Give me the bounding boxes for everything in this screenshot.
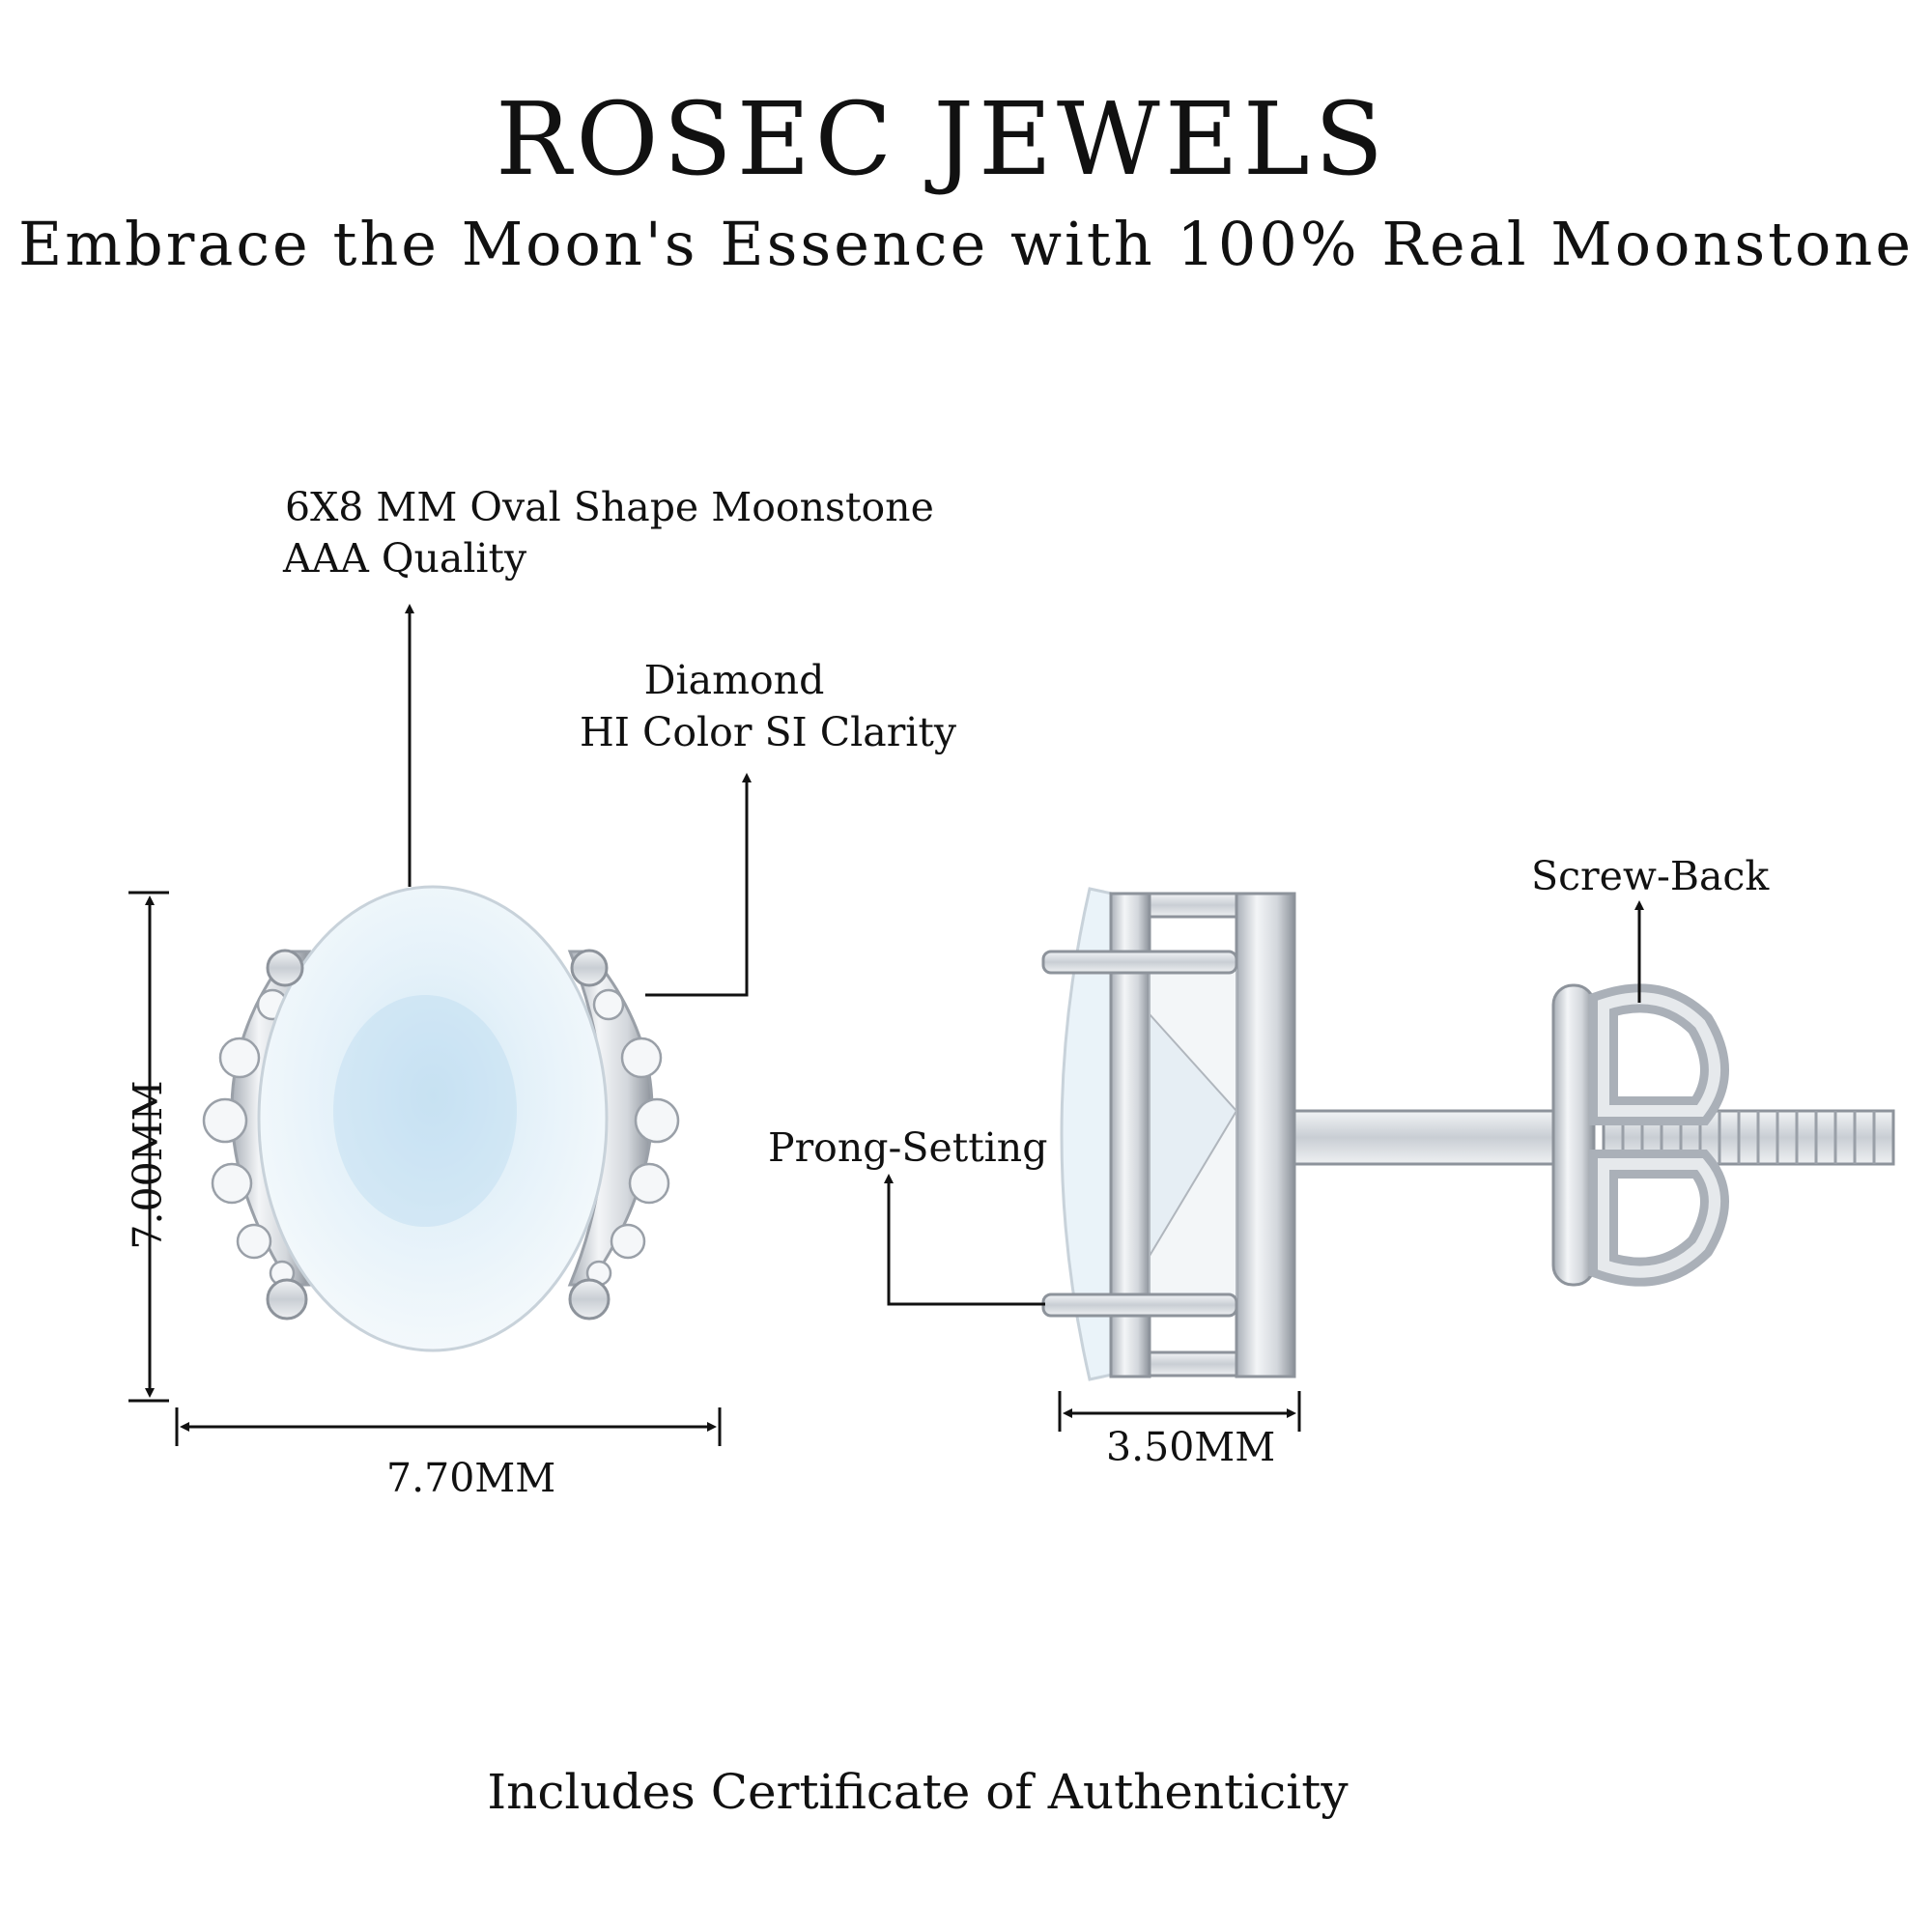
screw-back-callout: Screw-Back (1531, 853, 1770, 899)
side-prong-top (1041, 950, 1238, 975)
certificate-note: Includes Certificate of Authenticity (487, 1764, 1349, 1820)
dimension-lines (128, 891, 1301, 1446)
moonstone-front (257, 885, 609, 1352)
prong-setting-arrow (884, 1174, 1045, 1306)
width-dimension-label: 7.70MM (386, 1455, 556, 1501)
callout-leaders (405, 604, 1644, 1306)
front-view-earring (202, 885, 680, 1352)
stone-callout-line2: AAA Quality (283, 535, 527, 582)
depth-dimension-label: 3.50MM (1106, 1424, 1276, 1470)
diamond-callout-line1: Diamond (643, 657, 825, 703)
diamond-callout-line2: HI Color SI Clarity (580, 709, 957, 755)
screw-back-nut (1551, 983, 1729, 1287)
front-prongs (266, 949, 611, 1321)
tagline: Embrace the Moon's Essence with 100% Rea… (17, 209, 1915, 279)
stone-callout-line1: 6X8 MM Oval Shape Moonstone (285, 484, 934, 530)
earring-post (1293, 1109, 1567, 1166)
brand-title: ROSEC JEWELS (495, 80, 1389, 198)
side-prong-bottom (1041, 1293, 1238, 1318)
left-diamonds (202, 988, 296, 1287)
prong-setting-callout: Prong-Setting (768, 1124, 1048, 1171)
diamond-arrow (645, 773, 752, 997)
right-diamonds (585, 988, 680, 1287)
side-view-earring (1041, 887, 1895, 1381)
